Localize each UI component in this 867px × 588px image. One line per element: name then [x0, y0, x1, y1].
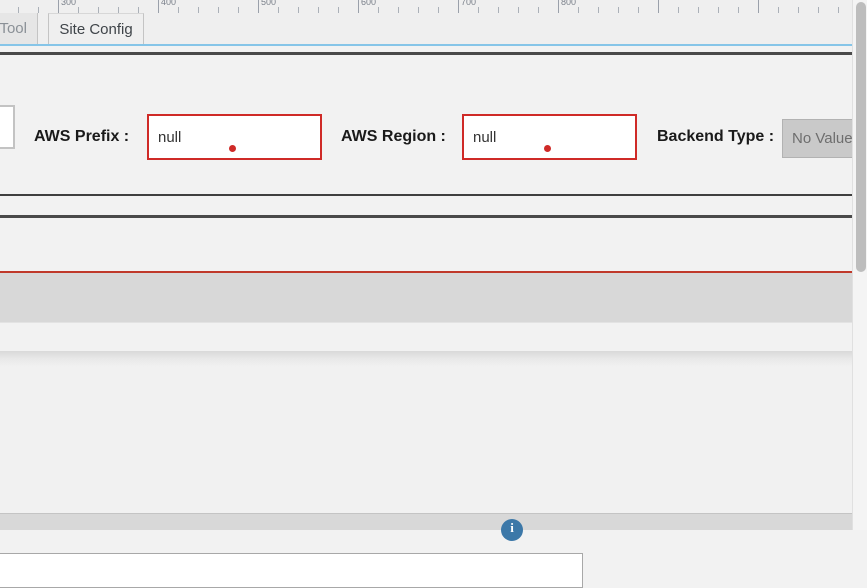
ruler-major-tick — [58, 0, 59, 13]
ruler-major-tick — [658, 0, 659, 13]
mid-section — [0, 181, 852, 271]
site-config-form: AWS Prefix : null AWS Region : null Back… — [0, 56, 867, 181]
ruler-minor-tick — [538, 7, 539, 13]
ruler-major-tick — [758, 0, 759, 13]
ruler-minor-tick — [98, 7, 99, 13]
vertical-scrollbar-thumb[interactable] — [856, 2, 866, 272]
ruler-minor-tick — [338, 7, 339, 13]
ruler-minor-tick — [498, 7, 499, 13]
ruler-label: 300 — [61, 0, 77, 7]
ruler-minor-tick — [638, 7, 639, 13]
ruler-minor-tick — [718, 7, 719, 13]
ruler-minor-tick — [318, 7, 319, 13]
ruler-minor-tick — [578, 7, 579, 13]
ruler-minor-tick — [418, 7, 419, 13]
ruler-major-tick — [558, 0, 559, 13]
ruler-minor-tick — [398, 7, 399, 13]
ruler-minor-tick — [378, 7, 379, 13]
ruler-minor-tick — [238, 7, 239, 13]
ruler-minor-tick — [778, 7, 779, 13]
aws-region-error-dot — [544, 145, 551, 152]
tab-site-config[interactable]: Site Config — [48, 13, 144, 44]
divider-top — [0, 52, 852, 55]
ruler-major-tick — [158, 0, 159, 13]
lower-light-strip — [0, 322, 852, 351]
divider-red — [0, 271, 852, 273]
ruler-minor-tick — [298, 7, 299, 13]
ruler-minor-tick — [518, 7, 519, 13]
info-circle-icon[interactable]: i — [501, 519, 523, 541]
backend-type-label: Backend Type : — [657, 128, 775, 145]
tab-y-tool[interactable]: y Tool — [0, 13, 38, 44]
ruler-minor-tick — [78, 7, 79, 13]
ruler-minor-tick — [198, 7, 199, 13]
ruler-minor-tick — [698, 7, 699, 13]
clipped-left-input[interactable] — [0, 105, 15, 149]
ruler-minor-tick — [678, 7, 679, 13]
panel-top-spacer — [0, 46, 867, 52]
ruler-minor-tick — [178, 7, 179, 13]
divider-mid-lower — [0, 215, 852, 218]
ruler-minor-tick — [598, 7, 599, 13]
ruler-major-tick — [258, 0, 259, 13]
ruler-label: 700 — [461, 0, 477, 7]
ruler-major-tick — [358, 0, 359, 13]
ruler-minor-tick — [118, 7, 119, 13]
ruler-minor-tick — [138, 7, 139, 13]
search-band — [0, 273, 852, 588]
ruler-major-tick — [458, 0, 459, 13]
aws-prefix-input[interactable]: null — [147, 114, 322, 160]
ruler-minor-tick — [218, 7, 219, 13]
ruler-minor-tick — [798, 7, 799, 13]
ruler-label: 600 — [361, 0, 377, 7]
bottom-empty-area — [0, 367, 867, 513]
ruler-minor-tick — [278, 7, 279, 13]
aws-prefix-error-dot — [229, 145, 236, 152]
search-input[interactable] — [0, 553, 583, 588]
panel-drop-shadow — [0, 351, 867, 367]
aws-region-input[interactable]: null — [462, 114, 637, 160]
ruler-minor-tick — [438, 7, 439, 13]
tab-bar: y Tool Site Config — [0, 13, 867, 46]
ruler-minor-tick — [38, 7, 39, 13]
ruler-label: 800 — [561, 0, 577, 7]
ruler-minor-tick — [478, 7, 479, 13]
tab-label: Site Config — [59, 20, 133, 38]
vertical-scrollbar-track[interactable] — [852, 0, 867, 530]
footer-band — [0, 513, 867, 530]
ruler-minor-tick — [738, 7, 739, 13]
horizontal-ruler: 300 400 500 600 700 800 — [0, 0, 867, 14]
ruler-label: 500 — [261, 0, 277, 7]
tab-label: y Tool — [0, 20, 27, 37]
aws-prefix-label: AWS Prefix : — [34, 128, 130, 145]
ruler-label: 400 — [161, 0, 177, 7]
ruler-minor-tick — [18, 7, 19, 13]
aws-region-label: AWS Region : — [341, 128, 446, 145]
ruler-minor-tick — [618, 7, 619, 13]
ruler-minor-tick — [838, 7, 839, 13]
ruler-minor-tick — [818, 7, 819, 13]
divider-mid-upper — [0, 194, 852, 196]
info-glyph: i — [510, 520, 514, 535]
